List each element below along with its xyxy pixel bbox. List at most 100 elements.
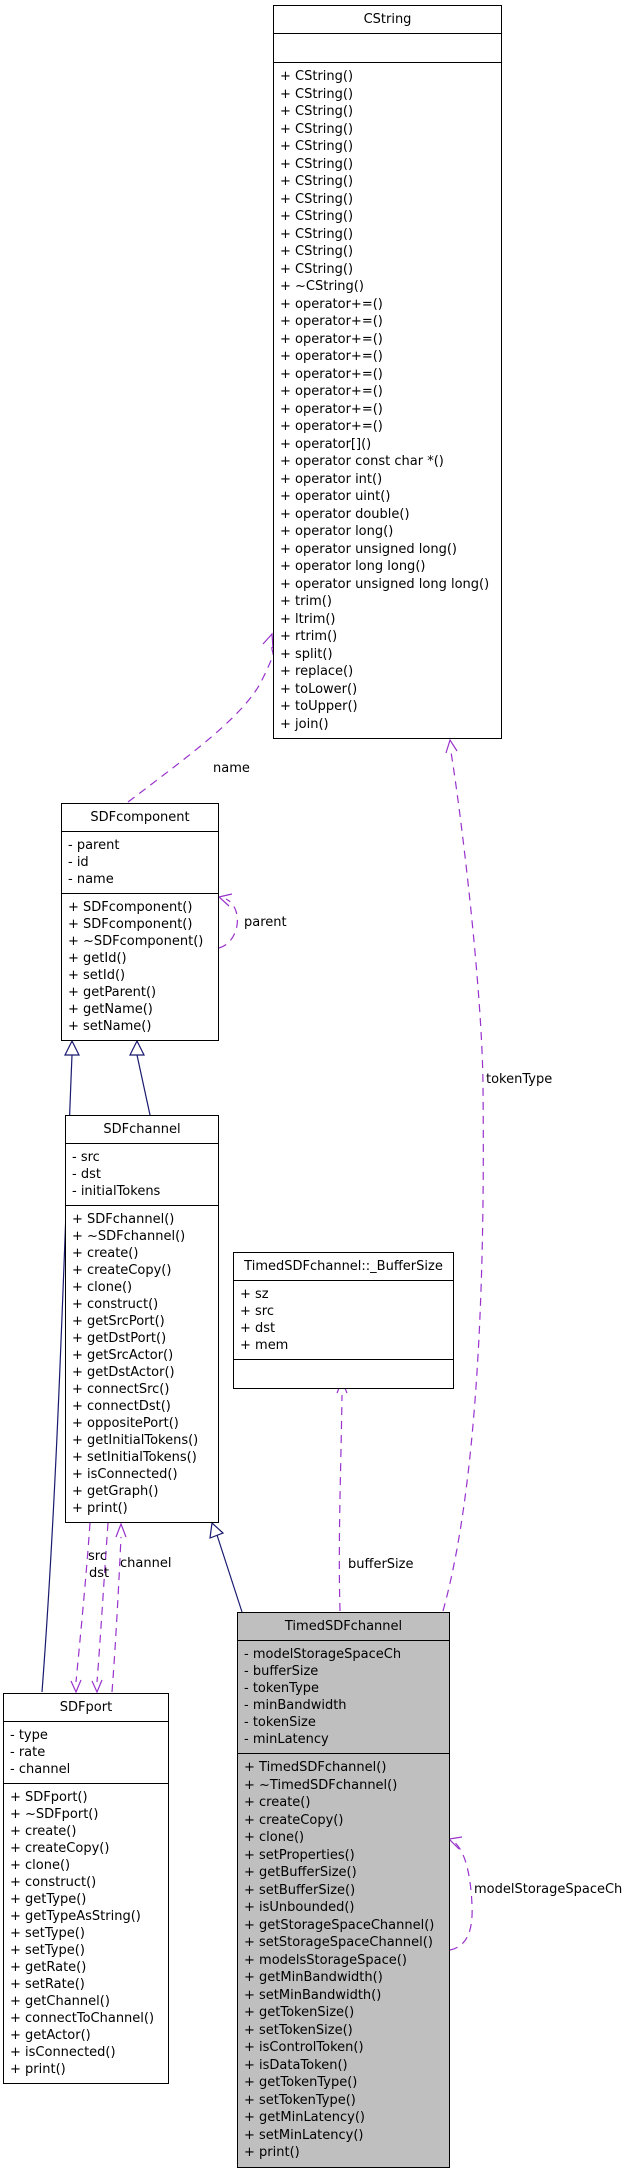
member: + rtrim() [280,629,338,644]
member: + setId() [68,968,126,983]
member: - id [68,855,89,870]
member: + operator[]() [280,436,372,452]
member: + setMinBandwidth() [244,1987,382,2003]
member: + ~TimedSDFchannel() [244,1777,398,1793]
class-methods: + SDFport()+ ~SDFport()+ create()+ creat… [4,1784,168,2083]
member: + CString() [280,209,354,224]
member: - parent [68,838,120,853]
member: + CString() [280,261,354,277]
class-box-timedsdfchannel[interactable]: TimedSDFchannel - modelStorageSpaceCh- b… [237,1612,450,2168]
member: + getSrcPort() [72,1314,165,1329]
member: + createCopy() [72,1263,172,1278]
member: + operator double() [280,506,410,522]
edge-label-channel: channel [120,1556,172,1571]
member: + operator const char *() [280,454,444,469]
class-methods: + TimedSDFchannel()+ ~TimedSDFchannel()+… [238,1754,449,2167]
member: + createCopy() [244,1812,344,1828]
member: + isConnected() [10,2045,116,2060]
edge-buffersize-usage [336,1379,348,1612]
member: + getId() [68,951,127,966]
member: + getTokenSize() [244,2005,355,2020]
class-box-sdfport[interactable]: SDFport - type- rate- channel + SDFport(… [3,1693,169,2084]
member: + getMinLatency() [244,2110,365,2125]
member: + SDFcomponent() [68,900,193,915]
class-attributes: + sz+ src+ dst+ mem [234,1281,453,1360]
member: + SDFchannel() [72,1212,175,1227]
member: + getMinBandwidth() [244,1970,383,1985]
class-attributes: - src- dst- initialTokens [66,1144,218,1206]
member: + operator unsigned long() [280,541,458,557]
member: + setInitialTokens() [72,1450,197,1465]
class-attributes: - modelStorageSpaceCh - bufferSize - token… [238,1641,449,1754]
member: + getSrcActor() [72,1348,174,1363]
member: + setMinLatency() [244,2127,364,2143]
member: + src [240,1304,275,1319]
member: + getChannel() [10,1994,110,2009]
member: + getGraph() [72,1484,159,1499]
class-methods [234,1360,453,1388]
member: + setType() [10,1943,85,1958]
class-methods: + SDFchannel() + ~SDFchannel() + create() +… [66,1206,218,1522]
member: + clone() [244,1830,305,1845]
member: - minBandwidth [244,1698,347,1713]
member: + isDataToken() [244,2057,348,2073]
member: - type [10,1728,48,1743]
edge-channel-usage [111,1522,127,1693]
member: + getDstPort() [72,1331,167,1346]
member: - initialTokens [72,1184,161,1199]
edge-label-name: name [213,761,250,776]
member: + getBufferSize() [244,1865,357,1880]
member: + getActor() [10,2028,91,2043]
member: + setRate() [10,1977,85,1992]
member: - bufferSize [244,1664,319,1679]
member: + getType() [10,1892,87,1907]
member: + isUnbounded() [244,1900,355,1915]
member: + CString() [280,121,354,137]
member: + toUpper() [280,699,358,714]
member: + getDstActor() [72,1365,175,1380]
class-box-sdfcomponent[interactable]: SDFcomponent - parent- id- name + SDFcom… [61,803,219,1041]
member: + operator long() [280,524,394,539]
member: + operator uint() [280,489,391,504]
member: + getTokenType() [244,2075,358,2090]
edge-tokentype-usage [442,738,484,1612]
class-box-cstring[interactable]: CString + CString()+ CString()+ CString(… [273,5,502,739]
member: + print() [244,2145,300,2160]
member: + create() [72,1246,139,1261]
member: + split() [280,646,333,662]
member: + join() [280,716,329,732]
member: + oppositePort() [72,1416,179,1431]
member: + mem [240,1338,289,1353]
member: + CString() [280,191,354,207]
member: + CString() [280,244,354,259]
member: + CString() [280,86,354,102]
class-attributes: - type- rate- channel [4,1722,168,1784]
member: - tokenSize [244,1715,316,1730]
member: + setProperties() [244,1847,355,1863]
member: + operator+=() [280,296,383,312]
member: + operator+=() [280,419,383,434]
class-box-buffersize[interactable]: TimedSDFchannel::_BufferSize + sz+ src+ … [233,1252,454,1389]
edge-label-parent: parent [244,915,287,930]
edge-parent-self-usage [217,893,238,949]
member: + operator unsigned long long() [280,576,490,592]
member: + sz [240,1287,269,1302]
class-box-sdfchannel[interactable]: SDFchannel - src- dst- initialTokens + S… [65,1115,219,1523]
edge-timedsdfchannel-inherits-sdfchannel [209,1521,243,1613]
member: + getRate() [10,1960,87,1975]
class-title: SDFchannel [66,1116,218,1144]
member: - dst [72,1167,101,1182]
member: + clone() [72,1280,133,1295]
class-title: SDFcomponent [62,804,218,832]
member: + operator+=() [280,314,383,329]
member: - modelStorageSpaceCh [244,1647,402,1662]
member: + CString() [280,104,354,119]
member: + create() [10,1824,77,1839]
member: + CString() [280,156,354,172]
member: + getTypeAsString() [10,1909,141,1924]
member: - rate [10,1745,46,1760]
member: + CString() [280,174,354,189]
member: + ~SDFchannel() [72,1229,186,1244]
member: + getInitialTokens() [72,1433,199,1448]
member: + operator int() [280,471,383,487]
